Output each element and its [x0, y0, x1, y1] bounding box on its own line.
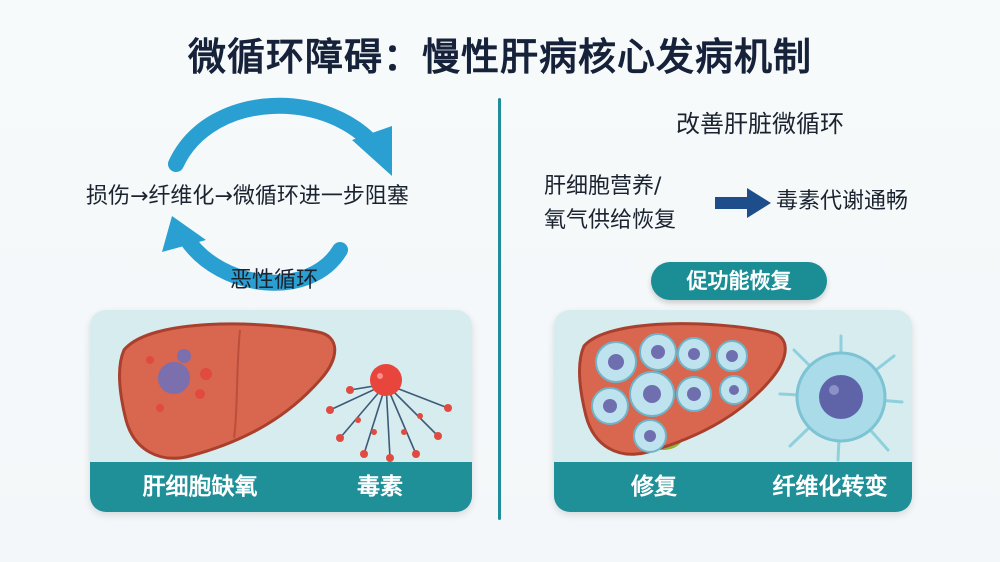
- page-title: 微循环障碍：慢性肝病核心发病机制: [187, 35, 812, 79]
- card-label-toxin: 毒素: [357, 474, 403, 500]
- target-text: 毒素代谢通畅: [776, 189, 909, 214]
- right-card: 修复 纤维化转变: [554, 310, 912, 512]
- source-line-1: 肝细胞营养/: [544, 174, 662, 199]
- vertical-divider: [498, 98, 501, 520]
- right-heading: 改善肝脏微循环: [676, 110, 844, 138]
- toxin-molecule-icon: [326, 364, 452, 462]
- cycle-text: 损伤→纤维化→微循环进一步阻塞: [86, 184, 409, 209]
- source-text: 肝细胞营养/ 氧气供给恢复: [544, 170, 714, 238]
- cycle-label: 恶性循环: [230, 268, 319, 293]
- left-card-bar: [90, 462, 472, 512]
- right-arrow-icon: [715, 188, 771, 218]
- card-label-fibrosis-transform: 纤维化转变: [772, 474, 888, 500]
- liver-icon: [118, 322, 337, 460]
- right-card-bar: [554, 462, 912, 512]
- card-label-repair: 修复: [631, 474, 677, 500]
- healthy-liver-icon: [578, 322, 787, 456]
- left-card: 肝细胞缺氧 毒素: [90, 310, 472, 512]
- promote-recovery-badge: 促功能恢复: [651, 262, 827, 300]
- card-label-hypoxia: 肝细胞缺氧: [142, 474, 258, 500]
- source-line-2: 氧气供给恢复: [544, 208, 677, 233]
- cell-icon: [778, 334, 904, 462]
